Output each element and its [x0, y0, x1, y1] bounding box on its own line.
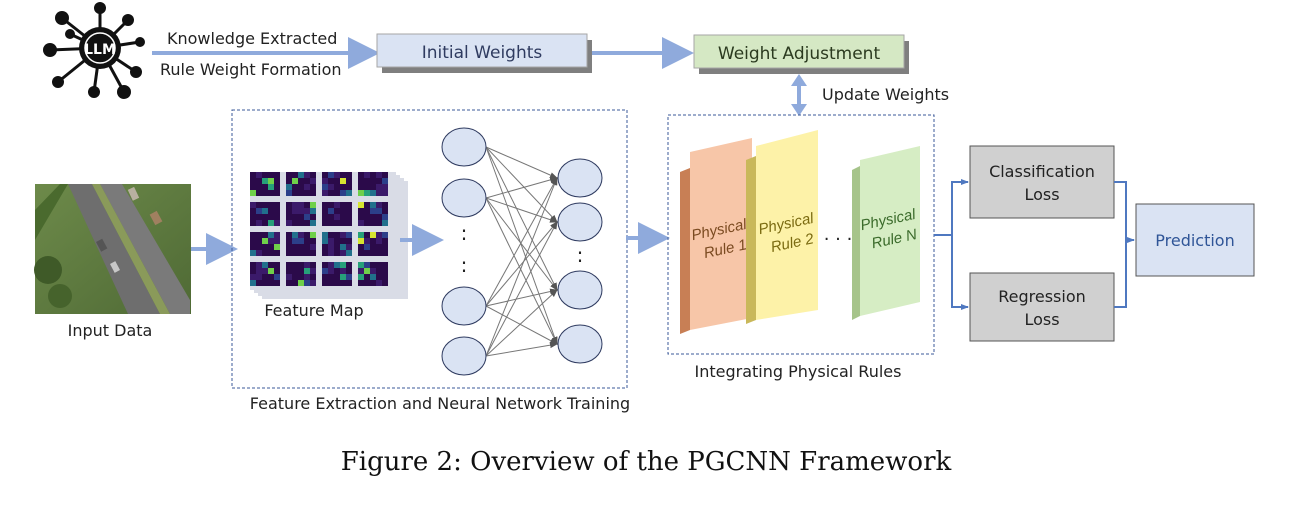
network-connection — [485, 221, 558, 307]
network-connection — [485, 288, 558, 307]
input-data-image — [34, 184, 191, 314]
network-connection — [485, 177, 558, 307]
input-data-label: Input Data — [68, 321, 153, 340]
input-layer-node — [441, 336, 487, 376]
input-layer-node — [441, 178, 487, 218]
rule-weight-formation-label: Rule Weight Formation — [160, 60, 342, 79]
regression-loss-line1: Regression — [998, 287, 1086, 306]
network-connection — [485, 305, 558, 345]
regression-loss-box: Regression Loss — [969, 272, 1115, 342]
input-layer-ellipsis-2: : — [461, 253, 468, 277]
knowledge-extracted-label: Knowledge Extracted — [167, 29, 337, 48]
network-connection — [485, 146, 558, 179]
classification-loss-line2: Loss — [1024, 185, 1059, 204]
input-layer-node — [441, 286, 487, 326]
llm-network-icon: LLM — [43, 2, 145, 99]
network-connection — [485, 289, 558, 357]
output-layer-node — [557, 202, 603, 242]
prediction-label: Prediction — [1155, 231, 1234, 250]
figure-caption: Figure 2: Overview of the PGCNN Framewor… — [341, 447, 952, 477]
feature-map-image — [250, 172, 408, 299]
physical-rule-2-panel: Physical Rule 2 — [746, 130, 818, 324]
weight-adjustment-box: Weight Adjustment — [693, 34, 909, 74]
network-connection — [485, 177, 558, 199]
network-connection — [485, 177, 558, 357]
network-connection — [485, 221, 558, 357]
output-layer-node — [557, 270, 603, 310]
rules-to-losses-connector — [934, 179, 969, 310]
physical-rules-label: Integrating Physical Rules — [695, 362, 902, 381]
input-layer-node — [441, 127, 487, 167]
physical-rule-1-panel: Physical Rule 1 — [680, 138, 752, 334]
network-connection — [485, 146, 558, 345]
classification-loss-box: Classification Loss — [969, 145, 1115, 219]
prediction-box: Prediction — [1135, 203, 1255, 277]
network-connection — [485, 146, 558, 291]
regression-loss-line2: Loss — [1024, 310, 1059, 329]
rules-ellipsis: . . . — [824, 224, 853, 245]
feature-section-label: Feature Extraction and Neural Network Tr… — [250, 394, 630, 413]
output-layer-node — [557, 324, 603, 364]
neural-network — [441, 127, 603, 376]
input-layer-ellipsis-1: : — [461, 221, 468, 245]
network-connection — [485, 342, 558, 357]
weight-adjustment-label: Weight Adjustment — [718, 44, 881, 64]
classification-loss-line1: Classification — [989, 162, 1095, 181]
output-layer-ellipsis: : — [577, 243, 584, 267]
update-weights-arrow — [791, 74, 807, 116]
network-connection — [485, 146, 558, 223]
initial-weights-box: Initial Weights — [376, 33, 592, 73]
feature-extraction-section — [231, 109, 628, 389]
initial-weights-label: Initial Weights — [422, 43, 543, 63]
losses-to-prediction-connector — [1114, 181, 1135, 308]
llm-label: LLM — [84, 42, 116, 58]
network-connection — [485, 197, 558, 345]
feature-map-label: Feature Map — [264, 301, 363, 320]
physical-rule-n-panel: Physical Rule N — [852, 146, 920, 320]
network-connection — [485, 197, 558, 291]
update-weights-label: Update Weights — [822, 85, 949, 104]
output-layer-node — [557, 158, 603, 198]
network-connection — [485, 197, 558, 223]
